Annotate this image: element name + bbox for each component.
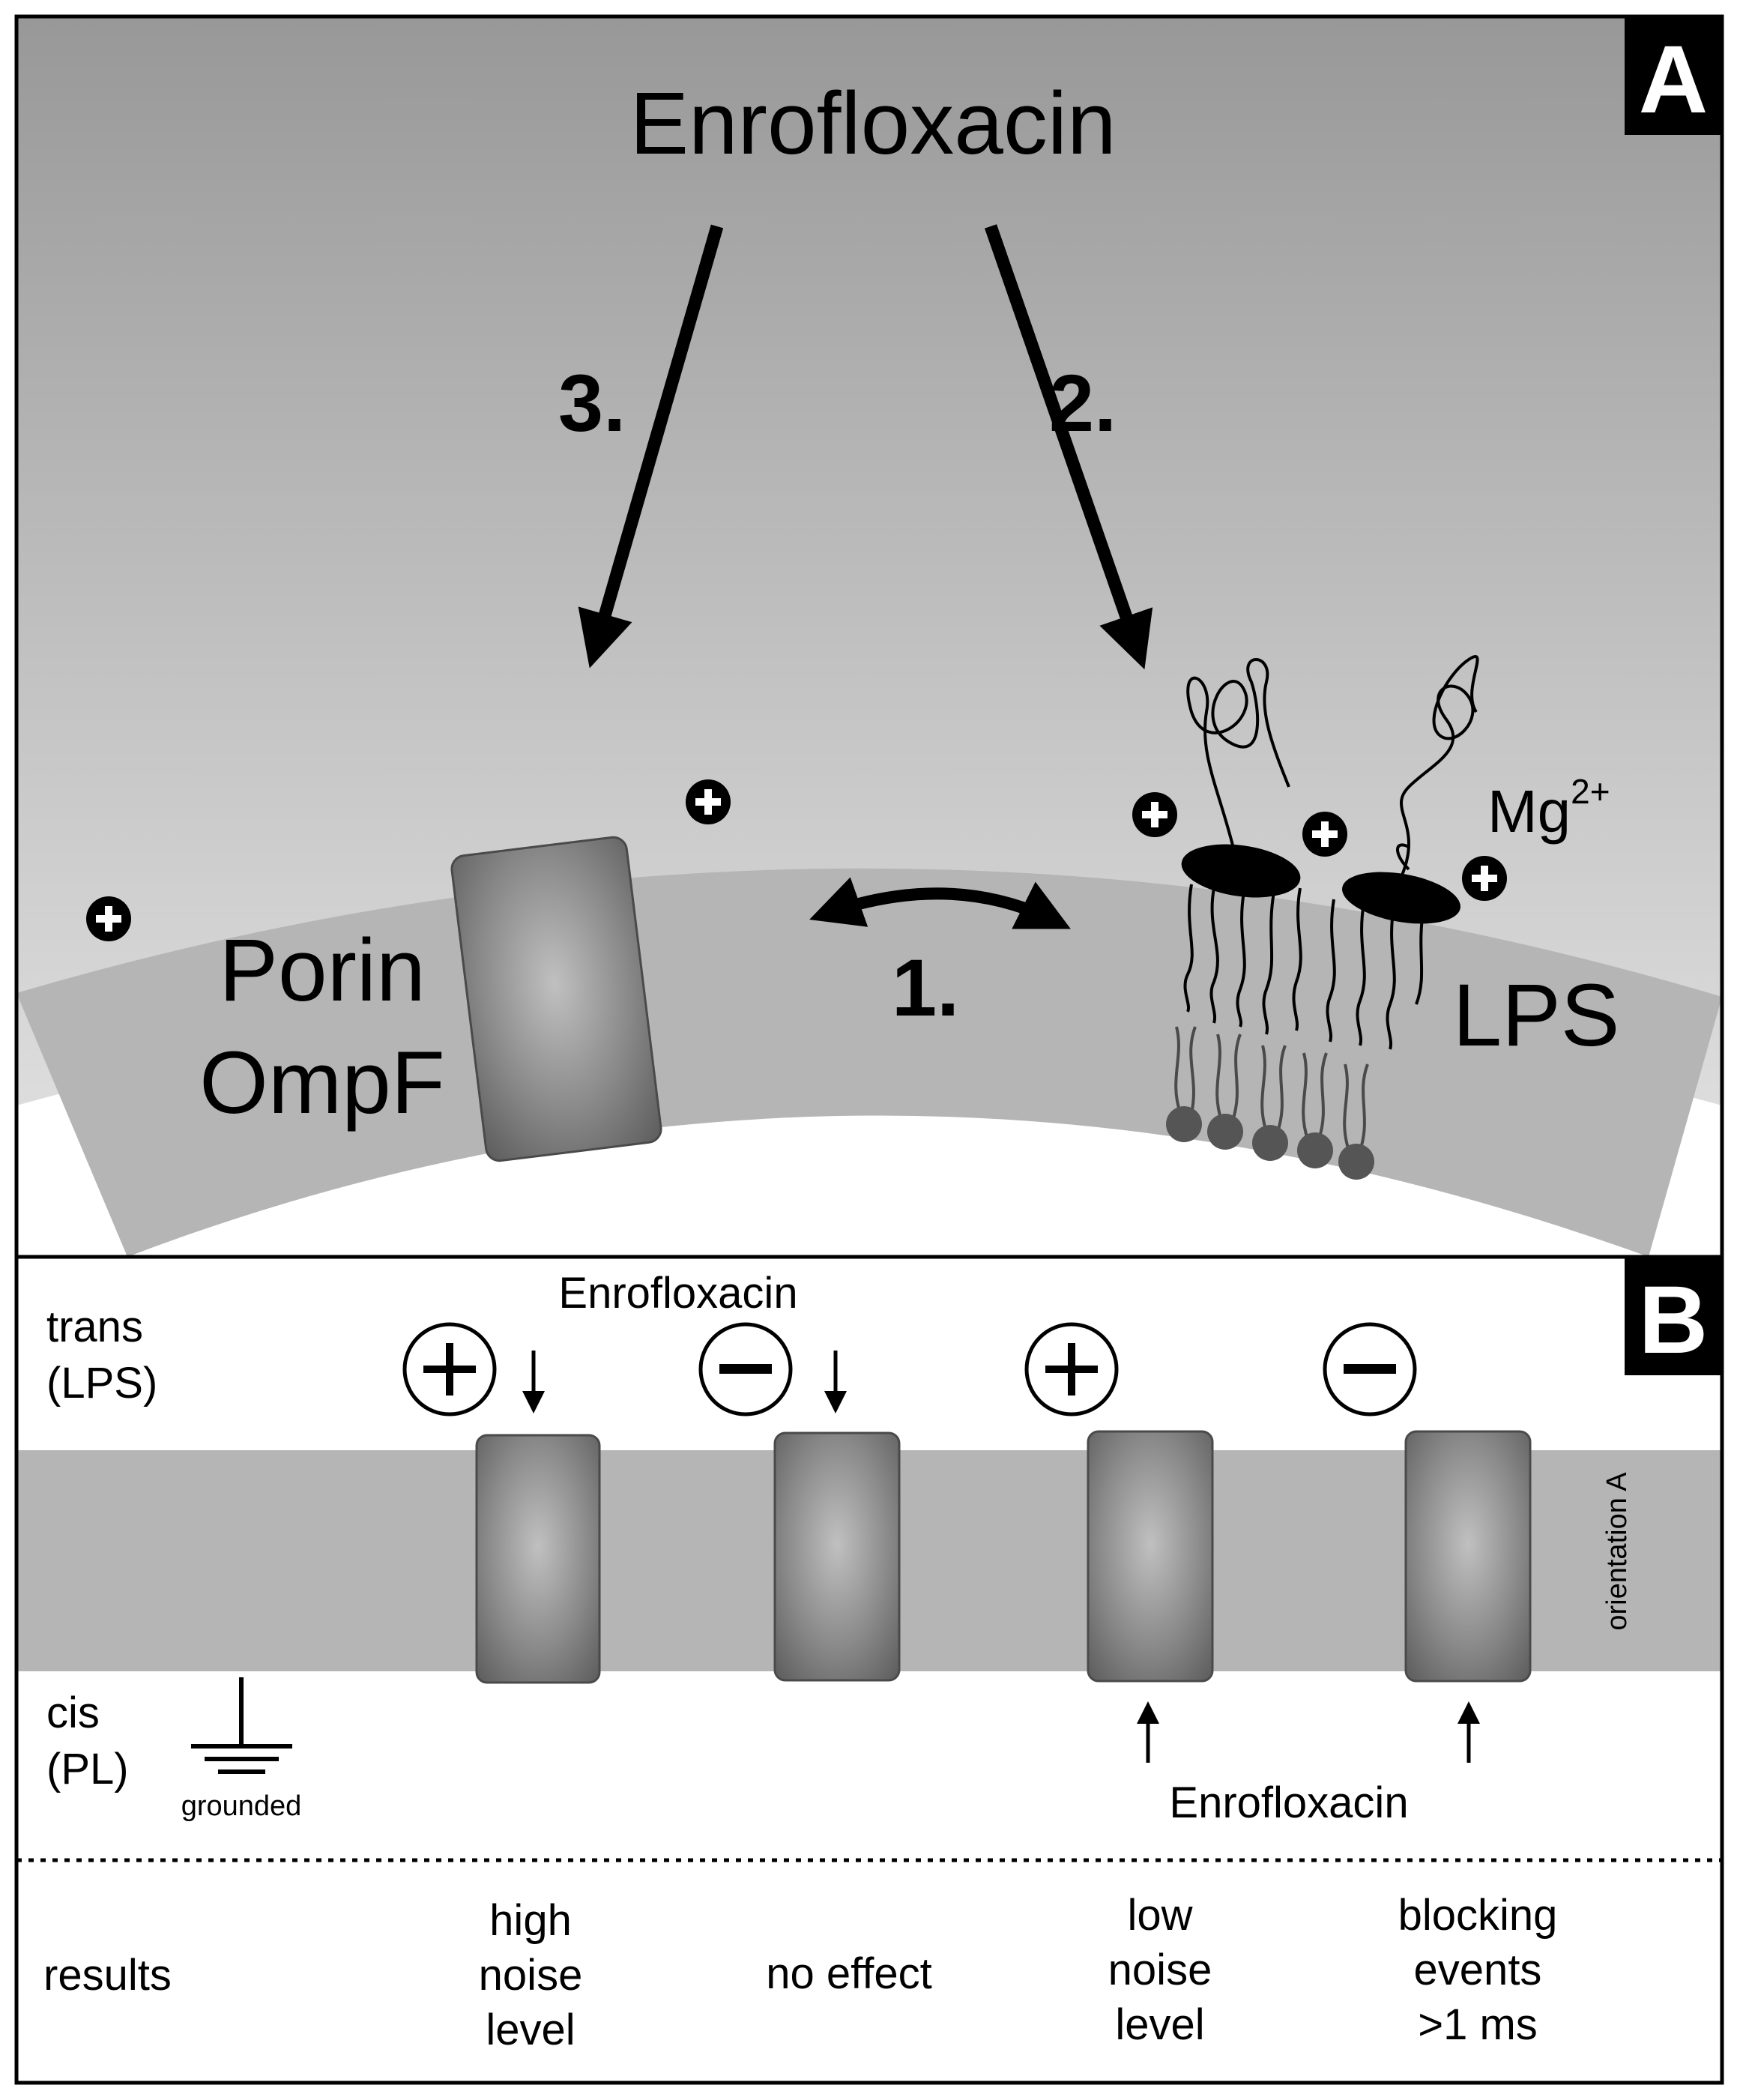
panel-b-label: B <box>1639 1267 1708 1374</box>
result-4-line2: events <box>1414 1946 1542 1994</box>
polarity-plus-1 <box>402 1322 497 1416</box>
mg-ion-label: Mg2+ <box>1487 772 1610 845</box>
cis-label-line1: cis <box>46 1689 100 1737</box>
porin-label-line2: OmpF <box>199 1034 445 1132</box>
mg-ion-superscript: 2+ <box>1571 772 1610 811</box>
arrow-1-label: 1. <box>892 942 959 1033</box>
orientation-label: orientation A <box>1601 1472 1633 1631</box>
panel-b-porins <box>475 1430 1532 1684</box>
arrow-2-label: 2. <box>1049 357 1117 448</box>
porin-4 <box>1404 1430 1532 1683</box>
polarity-minus-1 <box>698 1322 793 1416</box>
drug-arrows <box>522 1351 1480 1763</box>
figure-frame <box>14 14 1724 2085</box>
result-1-line1: high <box>489 1896 572 1945</box>
cis-label-line2: (PL) <box>46 1745 129 1793</box>
trans-label-line1: trans <box>46 1303 143 1351</box>
polarity-minus-2 <box>1323 1322 1417 1416</box>
result-3-line2: noise <box>1108 1946 1212 1994</box>
porin-1 <box>475 1434 601 1684</box>
mg-ion-base: Mg <box>1487 778 1571 845</box>
result-4-line3: >1 ms <box>1418 2000 1538 2049</box>
results-label: results <box>43 1951 172 2000</box>
arrow-3-label: 3. <box>558 357 626 448</box>
arrow-1-double <box>809 877 1071 929</box>
panel-a-title: Enrofloxacin <box>629 74 1116 173</box>
panel-a-label-box <box>1625 16 1722 135</box>
outer-membrane <box>16 868 1722 1257</box>
lps-core-discs <box>1181 844 1460 924</box>
result-1-line3: level <box>486 2006 575 2054</box>
porin-ompf-shape <box>450 836 662 1162</box>
ground-symbol <box>191 1677 292 1774</box>
panel-b: trans (LPS) cis (PL) grounded Enrofloxac… <box>16 1257 1722 2083</box>
phospholipid-tails <box>1174 1026 1369 1151</box>
polarity-plus-2 <box>1024 1322 1119 1416</box>
grounded-label: grounded <box>181 1790 302 1822</box>
panel-a: Enrofloxacin 3. 2. 1. Porin OmpF LPS Mg2… <box>16 16 1722 1257</box>
result-3-line3: level <box>1115 2000 1204 2049</box>
arrow-3 <box>578 224 724 669</box>
porin-3 <box>1087 1430 1214 1683</box>
phospholipid-heads <box>1166 1106 1374 1180</box>
enrofloxacin-top-label: Enrofloxacin <box>558 1269 797 1318</box>
polarity-symbols <box>402 1322 1417 1416</box>
result-4-line1: blocking <box>1398 1891 1558 1940</box>
result-3-line1: low <box>1127 1891 1193 1940</box>
arrow-2 <box>984 224 1153 670</box>
porin-2 <box>773 1431 901 1682</box>
result-1-line2: noise <box>479 1951 583 2000</box>
enrofloxacin-bottom-label: Enrofloxacin <box>1169 1778 1408 1827</box>
porin-label-line1: Porin <box>219 921 425 1020</box>
lps-label: LPS <box>1452 966 1619 1065</box>
polarity-glyphs <box>423 1343 1396 1396</box>
trans-label-line2: (LPS) <box>46 1359 157 1407</box>
result-2-line1: no effect <box>766 1949 931 1998</box>
panel-b-label-box <box>1625 1257 1722 1375</box>
panel-a-label: A <box>1639 26 1708 133</box>
lps-molecules <box>1183 655 1479 1050</box>
